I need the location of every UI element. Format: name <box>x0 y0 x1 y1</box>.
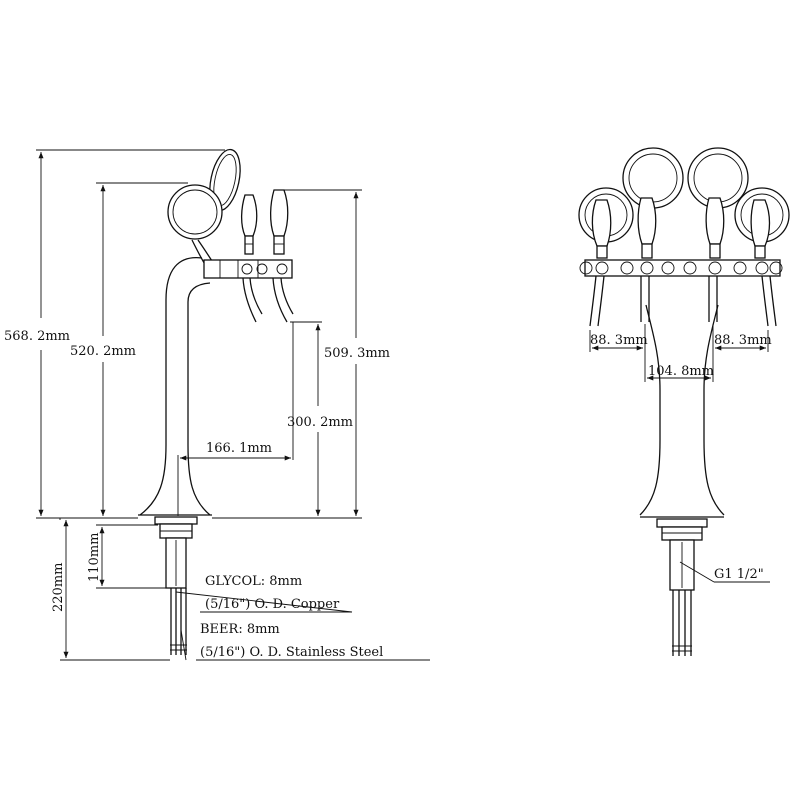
label-reach: 166. 1mm <box>206 441 272 456</box>
dim-shank-length: 110mm <box>87 524 166 589</box>
dim-left-spacing: 88. 3mm <box>589 324 648 352</box>
pipe-notes: GLYCOL: 8mm (5/16") O. D. Copper BEER: 8… <box>175 574 430 661</box>
note-glycol-line2: (5/16") O. D. Copper <box>205 597 340 612</box>
label-thread: G1 1/2" <box>714 567 764 582</box>
side-tower-body <box>138 257 212 655</box>
dim-center-spacing: 104. 8mm <box>644 352 714 382</box>
side-tap-handle-2 <box>269 189 289 255</box>
dim-right-spacing: 88. 3mm <box>712 324 772 352</box>
dim-total-below: 220mm <box>51 518 170 661</box>
side-tap-bodies <box>203 259 294 323</box>
front-medallion-top-left <box>622 147 684 209</box>
note-beer-line2: (5/16") O. D. Stainless Steel <box>200 645 383 660</box>
dim-spout-height: 300. 2mm <box>287 321 353 516</box>
note-beer-line1: BEER: 8mm <box>200 622 280 637</box>
label-shank-length: 110mm <box>87 533 102 582</box>
dim-tap-height: 509. 3mm <box>212 189 390 519</box>
label-left-spacing: 88. 3mm <box>590 333 648 348</box>
label-center-spacing: 104. 8mm <box>648 364 714 379</box>
front-tower-body <box>639 304 725 656</box>
label-overall-height: 568. 2mm <box>4 329 70 344</box>
side-view: 568. 2mm 520. 2mm 509. 3mm 300. 2mm <box>4 148 430 661</box>
dim-body-height: 520. 2mm <box>70 182 188 516</box>
front-tap-bodies <box>579 259 783 277</box>
label-spout-height: 300. 2mm <box>287 415 353 430</box>
front-tap-handles <box>591 197 771 259</box>
front-spouts <box>589 275 777 327</box>
label-tap-height: 509. 3mm <box>324 346 390 361</box>
label-total-below: 220mm <box>51 563 66 612</box>
dim-reach: 166. 1mm <box>177 322 294 516</box>
side-tap-handle-1 <box>240 194 258 255</box>
dim-overall-height: 568. 2mm <box>4 149 225 519</box>
label-right-spacing: 88. 3mm <box>714 333 772 348</box>
note-glycol-line1: GLYCOL: 8mm <box>205 574 302 589</box>
label-body-height: 520. 2mm <box>70 344 136 359</box>
front-view: 88. 3mm 88. 3mm 104. 8mm G1 1/2" <box>578 147 790 656</box>
side-medallion-front <box>167 184 223 267</box>
thread-callout: G1 1/2" <box>679 561 770 583</box>
